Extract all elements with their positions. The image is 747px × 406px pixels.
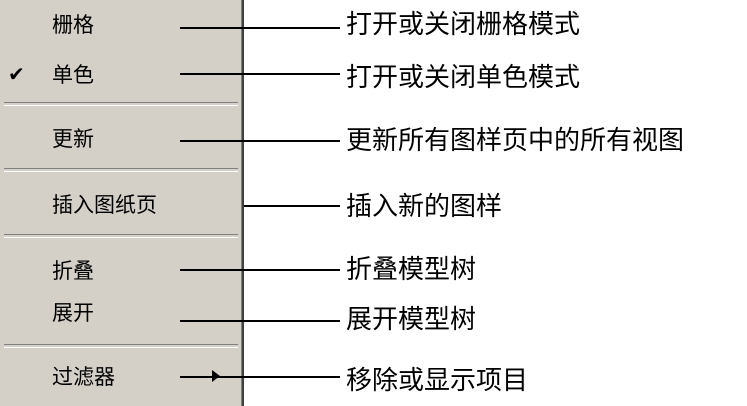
menu-item-label: 栅格	[52, 13, 94, 37]
leader-line	[180, 140, 340, 142]
menu-separator	[4, 168, 238, 172]
check-icon: ✔	[8, 62, 25, 86]
leader-line	[180, 376, 340, 378]
menu-separator	[4, 344, 238, 348]
menu-item-label: 单色	[52, 63, 94, 87]
leader-line	[180, 27, 340, 29]
menu-item-insert-sheet[interactable]: 插入图纸页	[0, 186, 240, 222]
menu-item-label: 过滤器	[52, 365, 115, 389]
menu-item-label: 展开	[52, 301, 94, 325]
leader-line	[180, 320, 340, 322]
menu-item-monochrome[interactable]: ✔ 单色	[0, 56, 240, 92]
menu-item-collapse[interactable]: 折叠	[0, 252, 240, 288]
menu-item-label: 插入图纸页	[52, 193, 157, 217]
annotation-insert-sheet: 插入新的图样	[346, 192, 503, 222]
menu-item-expand[interactable]: 展开	[0, 294, 240, 330]
annotation-expand: 展开模型树	[346, 305, 477, 335]
annotation-update: 更新所有图样页中的所有视图	[346, 126, 685, 156]
annotation-collapse: 折叠模型树	[346, 255, 477, 285]
menu-item-grid[interactable]: 栅格	[0, 6, 240, 42]
leader-line	[244, 205, 340, 207]
menu-item-update[interactable]: 更新	[0, 120, 240, 156]
annotation-filter: 移除或显示项目	[346, 366, 529, 396]
menu-item-label: 更新	[52, 127, 94, 151]
leader-line	[180, 73, 340, 75]
annotation-grid: 打开或关闭栅格模式	[346, 10, 581, 40]
menu-separator	[4, 102, 238, 106]
menu-separator	[4, 234, 238, 238]
annotation-monochrome: 打开或关闭单色模式	[346, 63, 581, 93]
menu-item-label: 折叠	[52, 259, 94, 283]
menu-item-filter[interactable]: 过滤器	[0, 358, 240, 394]
context-menu: 栅格 ✔ 单色 更新 插入图纸页 折叠 展开 过滤器	[0, 0, 244, 406]
leader-line	[180, 269, 340, 271]
